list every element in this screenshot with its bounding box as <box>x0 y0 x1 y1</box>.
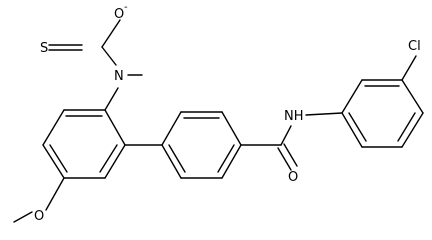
methoxy-oxygen-label: O <box>34 209 44 224</box>
thio-oxygen-label: O <box>114 7 124 22</box>
amide-group <box>240 112 343 171</box>
methoxy-group <box>13 177 65 223</box>
carbonyl-oxygen-label: O <box>288 170 298 185</box>
structure-canvas: S O - N NH O O Cl <box>13 2 424 224</box>
chemical-structure: S O - N NH O O Cl <box>13 2 424 224</box>
chlorophenyl-ring <box>341 55 424 148</box>
amide-nitrogen-label: NH <box>284 109 304 124</box>
central-phenyl-ring <box>161 111 242 179</box>
thiocarbamate-group <box>48 19 143 111</box>
chlorine-label: Cl <box>408 39 421 54</box>
oxygen-charge-label: - <box>124 2 128 13</box>
methoxyphenyl-ring <box>42 109 126 179</box>
amine-nitrogen-label: N <box>114 69 124 84</box>
sulfur-label: S <box>40 41 48 56</box>
